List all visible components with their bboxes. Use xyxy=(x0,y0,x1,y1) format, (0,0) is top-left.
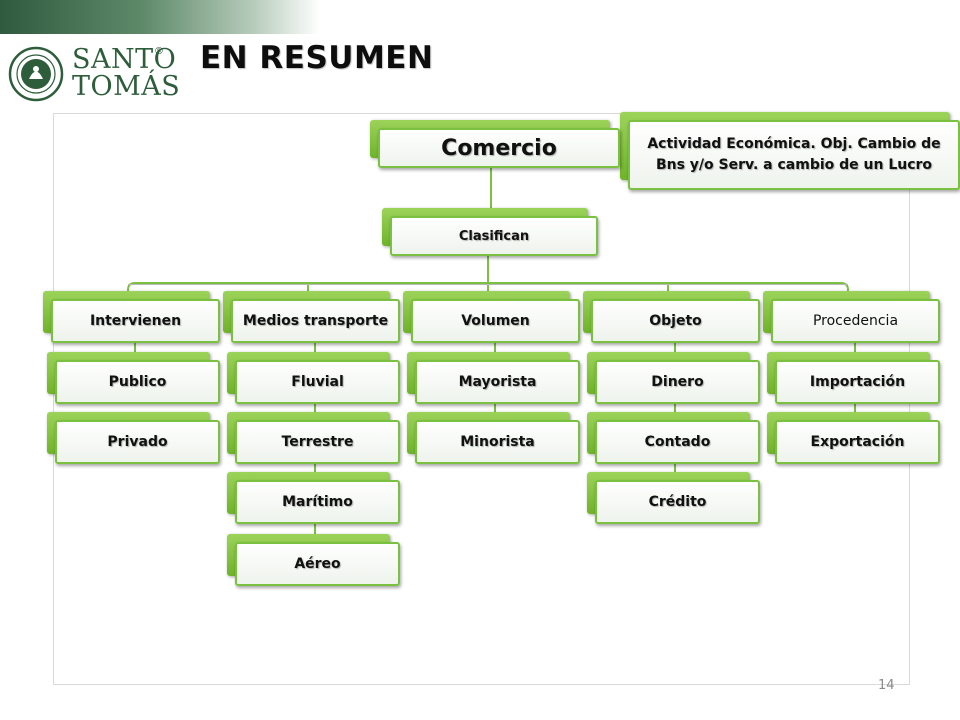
top-accent-bar xyxy=(0,0,320,34)
definition-box: Actividad Económica. Obj. Cambio de Bns … xyxy=(620,112,960,190)
item-label: Publico xyxy=(55,360,220,404)
classifier-node: Clasifican xyxy=(382,208,598,256)
item-node-dinero: Dinero xyxy=(587,352,760,404)
item-node-mayorista: Mayorista xyxy=(407,352,580,404)
category-node-intervienen: Intervienen xyxy=(43,291,220,343)
item-label: Privado xyxy=(55,420,220,464)
brand-line-2: TOMÁS xyxy=(72,71,181,102)
brand-line-1: SANTO xyxy=(72,44,177,75)
santo-tomas-seal-icon xyxy=(8,46,64,102)
item-node-contado: Contado xyxy=(587,412,760,464)
page-number: 14 xyxy=(878,678,895,693)
brand-wordmark: SANTO TOMÁS xyxy=(72,46,180,100)
category-label: Procedencia xyxy=(771,299,940,343)
item-label: Dinero xyxy=(595,360,760,404)
item-label: Fluvial xyxy=(235,360,400,404)
root-label: Comercio xyxy=(378,128,620,168)
item-label: Marítimo xyxy=(235,480,400,524)
definition-text: Actividad Económica. Obj. Cambio de Bns … xyxy=(628,120,960,190)
category-label: Objeto xyxy=(591,299,760,343)
logo: SANTO TOMÁS ® xyxy=(8,44,193,104)
category-label: Intervienen xyxy=(51,299,220,343)
item-label: Contado xyxy=(595,420,760,464)
category-label: Medios transporte xyxy=(231,299,400,343)
registered-mark: ® xyxy=(154,46,164,57)
item-label: Crédito xyxy=(595,480,760,524)
item-node-exportacion: Exportación xyxy=(767,412,940,464)
category-node-procedencia: Procedencia xyxy=(763,291,940,343)
item-label: Minorista xyxy=(415,420,580,464)
item-node-minorista: Minorista xyxy=(407,412,580,464)
item-label: Exportación xyxy=(775,420,940,464)
item-node-aereo: Aéreo xyxy=(227,534,400,586)
item-label: Mayorista xyxy=(415,360,580,404)
classifier-label: Clasifican xyxy=(390,216,598,256)
item-label: Terrestre xyxy=(235,420,400,464)
item-node-terrestre: Terrestre xyxy=(227,412,400,464)
category-label: Volumen xyxy=(411,299,580,343)
root-node: Comercio xyxy=(370,120,620,168)
item-label: Importación xyxy=(775,360,940,404)
item-label: Aéreo xyxy=(235,542,400,586)
category-node-volumen: Volumen xyxy=(403,291,580,343)
item-node-privado: Privado xyxy=(47,412,220,464)
slide-title: EN RESUMEN xyxy=(200,40,434,76)
item-node-credito: Crédito xyxy=(587,472,760,524)
item-node-fluvial: Fluvial xyxy=(227,352,400,404)
category-node-objeto: Objeto xyxy=(583,291,760,343)
item-node-maritimo: Marítimo xyxy=(227,472,400,524)
item-node-importacion: Importación xyxy=(767,352,940,404)
item-node-publico: Publico xyxy=(47,352,220,404)
category-node-medios-transporte: Medios transporte xyxy=(223,291,400,343)
